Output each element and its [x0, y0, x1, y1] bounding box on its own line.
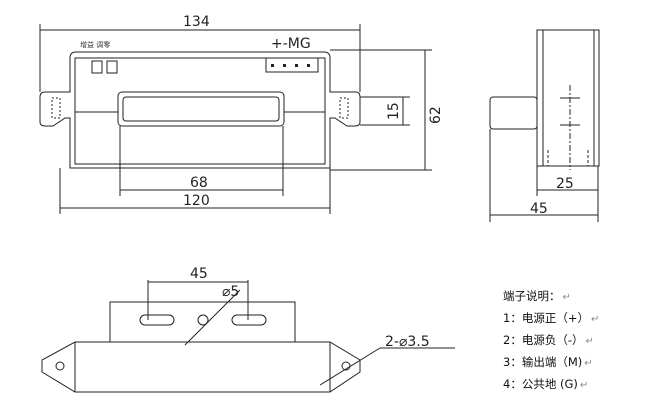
return-mark-icon: ↵: [579, 380, 589, 391]
dim-68: 68: [190, 175, 208, 191]
dim-120: 120: [183, 193, 210, 209]
legend-item-text: 1：电源正（+）: [503, 311, 589, 325]
legend-title: 端子说明：↵: [503, 288, 571, 304]
dim-15: 15: [386, 102, 402, 120]
right-slot: [231, 314, 267, 326]
dim-mount-holes: 2-⌀3.5: [385, 334, 430, 350]
dim-45-side: 45: [530, 201, 548, 217]
connector-icon: [265, 57, 319, 73]
left-ear-hole: [51, 97, 61, 119]
dim-45-bottom: 45: [190, 266, 208, 282]
front-body-outline: [39, 51, 361, 169]
return-mark-icon: ↵: [585, 336, 594, 347]
legend-item: 4：公共地 (G)↵: [503, 376, 588, 392]
dim-62: 62: [428, 106, 444, 124]
right-ear-hole: [339, 97, 349, 119]
legend-item: 1：电源正（+）↵: [503, 310, 599, 326]
center-hole: [197, 314, 209, 326]
side-ear: [489, 96, 538, 130]
bottom-view: [41, 280, 455, 393]
knob-labels: 增益 调零: [80, 40, 110, 49]
dim-hole-5: ⌀5: [222, 284, 239, 300]
return-mark-icon: ↵: [590, 314, 600, 325]
bottom-body: [41, 341, 361, 393]
return-mark-icon: ↵: [584, 358, 593, 369]
front-view: [39, 24, 432, 214]
window-inner: [122, 96, 280, 122]
side-view: [489, 29, 600, 222]
return-mark-icon: ↵: [562, 292, 571, 303]
legend-item-text: 4：公共地 (G): [503, 377, 578, 391]
gain-pot-icon: [91, 60, 103, 74]
legend-item-text: 3：输出端（M): [503, 355, 583, 369]
dim-25: 25: [556, 176, 574, 192]
leader-5: [184, 289, 241, 346]
left-mount-hole: [55, 361, 65, 371]
legend-item-text: 2：电源负（-）: [503, 333, 584, 347]
bottom-plate: [109, 301, 296, 343]
window-outer: [117, 91, 285, 127]
leader-3-5: [319, 347, 381, 386]
front-inner-outline: [74, 57, 326, 165]
legend-item: 3：输出端（M)↵: [503, 354, 593, 370]
zero-pot-icon: [106, 60, 118, 74]
legend-title-text: 端子说明：: [503, 289, 561, 303]
connector-label: +-MG: [271, 36, 311, 52]
left-slot: [139, 314, 175, 326]
legend-item: 2：电源负（-）↵: [503, 332, 594, 348]
dim-134: 134: [183, 14, 210, 30]
